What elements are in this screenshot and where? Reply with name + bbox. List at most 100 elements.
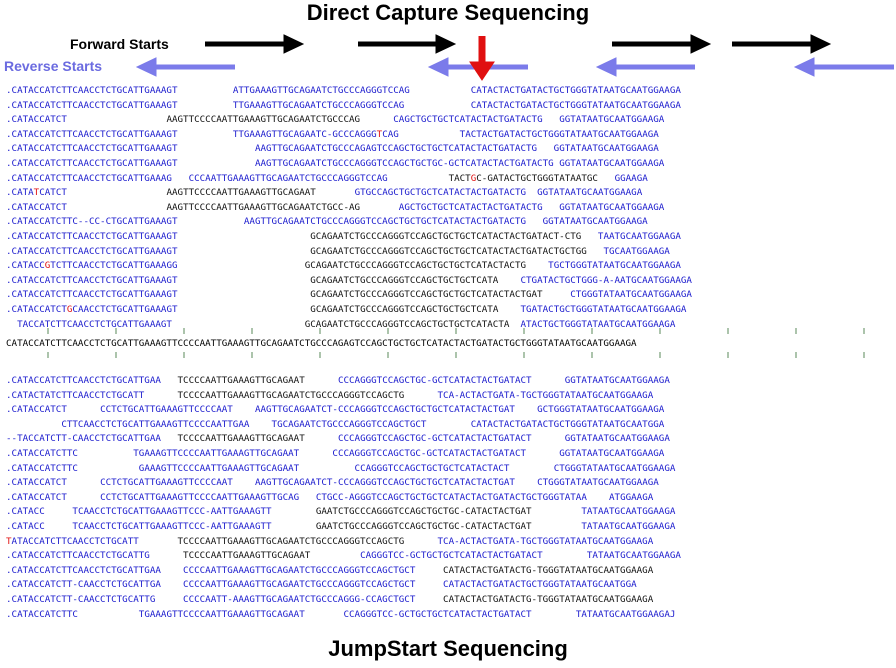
read-segment: TCAACCTCTGCATTGAAAGTTCCC-AATTGAAAGTT bbox=[72, 506, 272, 518]
read-segment bbox=[233, 477, 255, 488]
read-segment: GGTATAATGCAATGGAAGA bbox=[542, 216, 648, 228]
read-segment bbox=[150, 550, 183, 561]
read-segment: .CATACCATCTTCAACCTCTGCATTGAAAGT bbox=[6, 274, 178, 286]
read-segment: CATACTACTGATACTGCTGGGTATAATGCAATGGAAGA bbox=[470, 99, 681, 111]
read-segment bbox=[67, 492, 100, 503]
read-segment: CCAGGGTCCAGCTGCTGCTCATACTACT bbox=[354, 462, 510, 474]
forward-arrow-4 bbox=[732, 34, 832, 54]
jumpstart-read-row: .CATACCATCT CCTCTGCATTGAAAGTTCCCCAATTGAA… bbox=[6, 491, 890, 506]
read-segment: CTGGGTATAATGCAATGGAAGA bbox=[570, 289, 692, 301]
read-segment: CCCCAATT-AAAGTTGCAGAATCTGCCCAGGG-CCAGCTG… bbox=[183, 593, 416, 605]
read-segment: TCCCCAATTGAAAGTTGCAGAATCTGCCCAGGGTCCAGCT… bbox=[177, 535, 405, 547]
read-segment: CAG bbox=[382, 128, 399, 140]
read-segment: TCCCCAATTGAAAGTTGCAGAATCTGCCCAGGGTCCAGCT… bbox=[177, 389, 405, 401]
jumpstart-read-row: .CATACCATCT CCTCTGCATTGAAAGTTCCCCAAT AAG… bbox=[6, 403, 890, 418]
read-segment: CCTCTGCATTGAAAGTTCCCCAAT bbox=[100, 477, 233, 489]
forward-arrow-2 bbox=[358, 34, 457, 54]
read-segment: ATACCATCTTCAACCTCTGCATT bbox=[11, 535, 139, 547]
read-segment bbox=[415, 579, 443, 590]
read-segment: GGTATAATGCAATGGAAGA bbox=[559, 201, 665, 213]
read-segment: .CATACC bbox=[6, 260, 45, 272]
jumpstart-read-row: --TACCATCTT-CAACCTCTGCATTGAA TCCCCAATTGA… bbox=[6, 432, 890, 447]
direct-read-row: .CATACCATCT AAGTTCCCCAATTGAAAGTTGCAGAATC… bbox=[6, 201, 890, 216]
read-segment bbox=[587, 492, 609, 503]
read-segment: AAGTTCCCCAATTGAAAGTTGCAGAATCTGCCCAG bbox=[166, 114, 361, 126]
jumpstart-read-row: .CATACCATCTTCAACCTCTGCATTG TCCCCAATTGAAA… bbox=[6, 549, 890, 564]
read-segment bbox=[532, 521, 582, 532]
read-segment: CATACTACTGATACTGCTGGGTATAATGCAATGGA bbox=[443, 579, 637, 591]
read-segment: CCCCAATTGAAAGTTGCAGAATCTGCCCAGGGTCCAGCTG… bbox=[183, 579, 416, 591]
read-segment: AAGTTGCAGAATCTGCCCAGAGTCCAGCTGCTGCTCATAC… bbox=[254, 143, 538, 155]
direct-read-row: TACCATCTTCAACCTCTGCATTGAAAGT GCAGAATCTGC… bbox=[6, 318, 890, 333]
read-segment bbox=[144, 390, 177, 401]
direct-capture-reads: .CATACCATCTTCAACCTCTGCATTGAAAGT ATTGAAAG… bbox=[6, 84, 890, 332]
read-segment: CATACTACTGATACTGCTGGGTATAATGCAATGGAAGA bbox=[470, 85, 681, 96]
variant-base: T bbox=[6, 535, 12, 547]
jumpstart-read-row: TATACCATCTTCAACCTCTGCATT TCCCCAATTGAAAGT… bbox=[6, 535, 890, 550]
read-segment bbox=[532, 433, 565, 444]
direct-read-row: .CATACCATCTTCAACCTCTGCATTGAAAGT AAGTTGCA… bbox=[6, 157, 890, 172]
jumpstart-read-row: CTTCAACCTCTGCATTGAAAGTTCCCCAATTGAA TGCAG… bbox=[6, 418, 890, 433]
reverse-arrow-1 bbox=[135, 57, 235, 77]
read-segment: TCA-ACTACTGATA-TGCTGGGTATAATGCAATGGAAGA bbox=[437, 535, 654, 547]
read-segment: .CATACCATCTTCAACCTCTGCATTGAAAGT bbox=[6, 85, 178, 96]
direct-read-row: .CATACCATCTGCAACCTCTGCATTGAAAGT GCAGAATC… bbox=[6, 303, 890, 318]
read-segment: GGTATAATGCAATGGAAGA bbox=[564, 433, 670, 445]
read-segment bbox=[299, 448, 332, 459]
read-segment: AGCTGCTGCTCATACTACTGATACTG bbox=[398, 201, 543, 213]
read-segment: TCCCCAATTGAAAGTTGCAGAAT bbox=[183, 550, 311, 562]
read-segment: TGAAAGTTCCCCAATTGAAAGTTGCAGAAT bbox=[133, 447, 300, 459]
read-segment: GGTATAATGCAATGGAAGA bbox=[537, 187, 643, 199]
read-segment bbox=[526, 448, 559, 459]
read-segment: GCAGAATCTGCCCAGGGTCCAGCTGCTGCTCATACTACTG bbox=[304, 260, 527, 272]
read-segment bbox=[45, 521, 73, 532]
read-segment: GAATCTGCCCAGGGTCCAGCTGCTGC-CATACTACTGAT bbox=[315, 520, 532, 532]
variant-base: G bbox=[66, 303, 73, 315]
read-segment: .CATACCATCTTCAACCTCTGCATTGAAAGT bbox=[6, 157, 178, 169]
read-segment: CCCAGGGTCCAGCTGC-GCTCATACTACTGATACT bbox=[337, 375, 532, 386]
read-segment bbox=[299, 463, 354, 474]
read-segment bbox=[155, 594, 183, 605]
direct-capture-title: Direct Capture Sequencing bbox=[306, 0, 590, 25]
reverse-arrow-3 bbox=[595, 57, 695, 77]
direct-read-row: .CATACCATCTTCAACCTCTGCATTGAAAGT ATTGAAAG… bbox=[6, 84, 890, 99]
read-segment: .CATACCATCT bbox=[6, 303, 67, 315]
read-segment bbox=[404, 390, 437, 401]
read-segment: .CATACCATCT bbox=[6, 491, 67, 503]
read-segment bbox=[161, 565, 183, 576]
read-segment: .CATACCATCTTCAACCTCTGCATTGAAAGT bbox=[6, 245, 178, 257]
read-segment: TAATGCAATGGAAGA bbox=[597, 230, 681, 242]
read-segment: CATACTACTGATACTG-TGGGTATAATGCAATGGAAGA bbox=[443, 564, 654, 576]
read-segment: .CATACCATCT bbox=[6, 201, 67, 213]
read-segment: TGAAAGTTCCCCAATTGAAAGTTGCAGAAT bbox=[138, 608, 305, 620]
read-segment bbox=[78, 609, 139, 620]
read-segment bbox=[272, 521, 316, 532]
read-segment bbox=[426, 419, 470, 430]
read-segment: .CATACCATCTTC bbox=[6, 462, 78, 474]
read-segment: GAAAGTTCCCCAATTGAAAGTTGCAGAAT bbox=[138, 462, 300, 474]
read-segment: AAGTTGCAGAATCT-CCCAGGGTCCAGCTGCTGCTCATAC… bbox=[254, 477, 515, 489]
read-segment: GGAAGA bbox=[614, 172, 648, 184]
direct-read-row: .CATACCGTCTTCAACCTCTGCATTGAAAGG GCAGAATC… bbox=[6, 259, 890, 274]
jumpstart-read-row: .CATACCATCTTC TGAAAGTTCCCCAATTGAAAGTTGCA… bbox=[6, 447, 890, 462]
read-segment: .CATA bbox=[6, 187, 34, 199]
forward-starts-label: Forward Starts bbox=[70, 36, 169, 52]
reverse-arrow-4 bbox=[793, 57, 894, 77]
read-segment bbox=[161, 375, 178, 386]
jumpstart-read-row: .CATACCATCTTCAACCTCTGCATTGAA TCCCCAATTGA… bbox=[6, 374, 890, 389]
read-segment: TACTACTGATACTGCTGGGTATAATGCAATGGAAGA bbox=[459, 128, 659, 140]
forward-start-arrows bbox=[205, 34, 832, 54]
read-segment: CATACTACTGATACTG-TGGGTATAATGCAATGGAAGA bbox=[443, 593, 654, 605]
read-segment: CCCCAATTGAAAGTTGCAGAATCTGCCCAGGGTCCAGCTG… bbox=[183, 564, 416, 576]
read-segment: GAATCTGCCCAGGGTCCAGCTGCTGC-CATACTACTGAT bbox=[315, 506, 532, 518]
read-segment: GCAGAATCTGCCCAGGGTCCAGCTGCTGCTCATACTACTG… bbox=[310, 230, 582, 242]
jumpstart-read-row: .CATACCATCTT-CAACCTCTGCATTGA CCCCAATTGAA… bbox=[6, 578, 890, 593]
read-segment: .CATACTATCTTCAACCTCTGCATT bbox=[6, 389, 145, 401]
jumpstart-read-row: .CATACC TCAACCTCTGCATTGAAAGTTCCC-AATTGAA… bbox=[6, 520, 890, 535]
read-segment bbox=[543, 550, 587, 561]
read-segment: GCTGGGTATAATGCAATGGAAGA bbox=[537, 404, 665, 416]
jumpstart-read-row: .CATACC TCAACCTCTGCATTGAAAGTTCCC-AATTGAA… bbox=[6, 505, 890, 520]
read-segment: CCAGGGTCC-GCTGCTGCTCATACTACTGATACT bbox=[343, 608, 532, 620]
read-segment bbox=[272, 506, 316, 517]
read-segment: .CATACCATCTTCAACCTCTGCATTGAAAGT bbox=[6, 143, 178, 155]
